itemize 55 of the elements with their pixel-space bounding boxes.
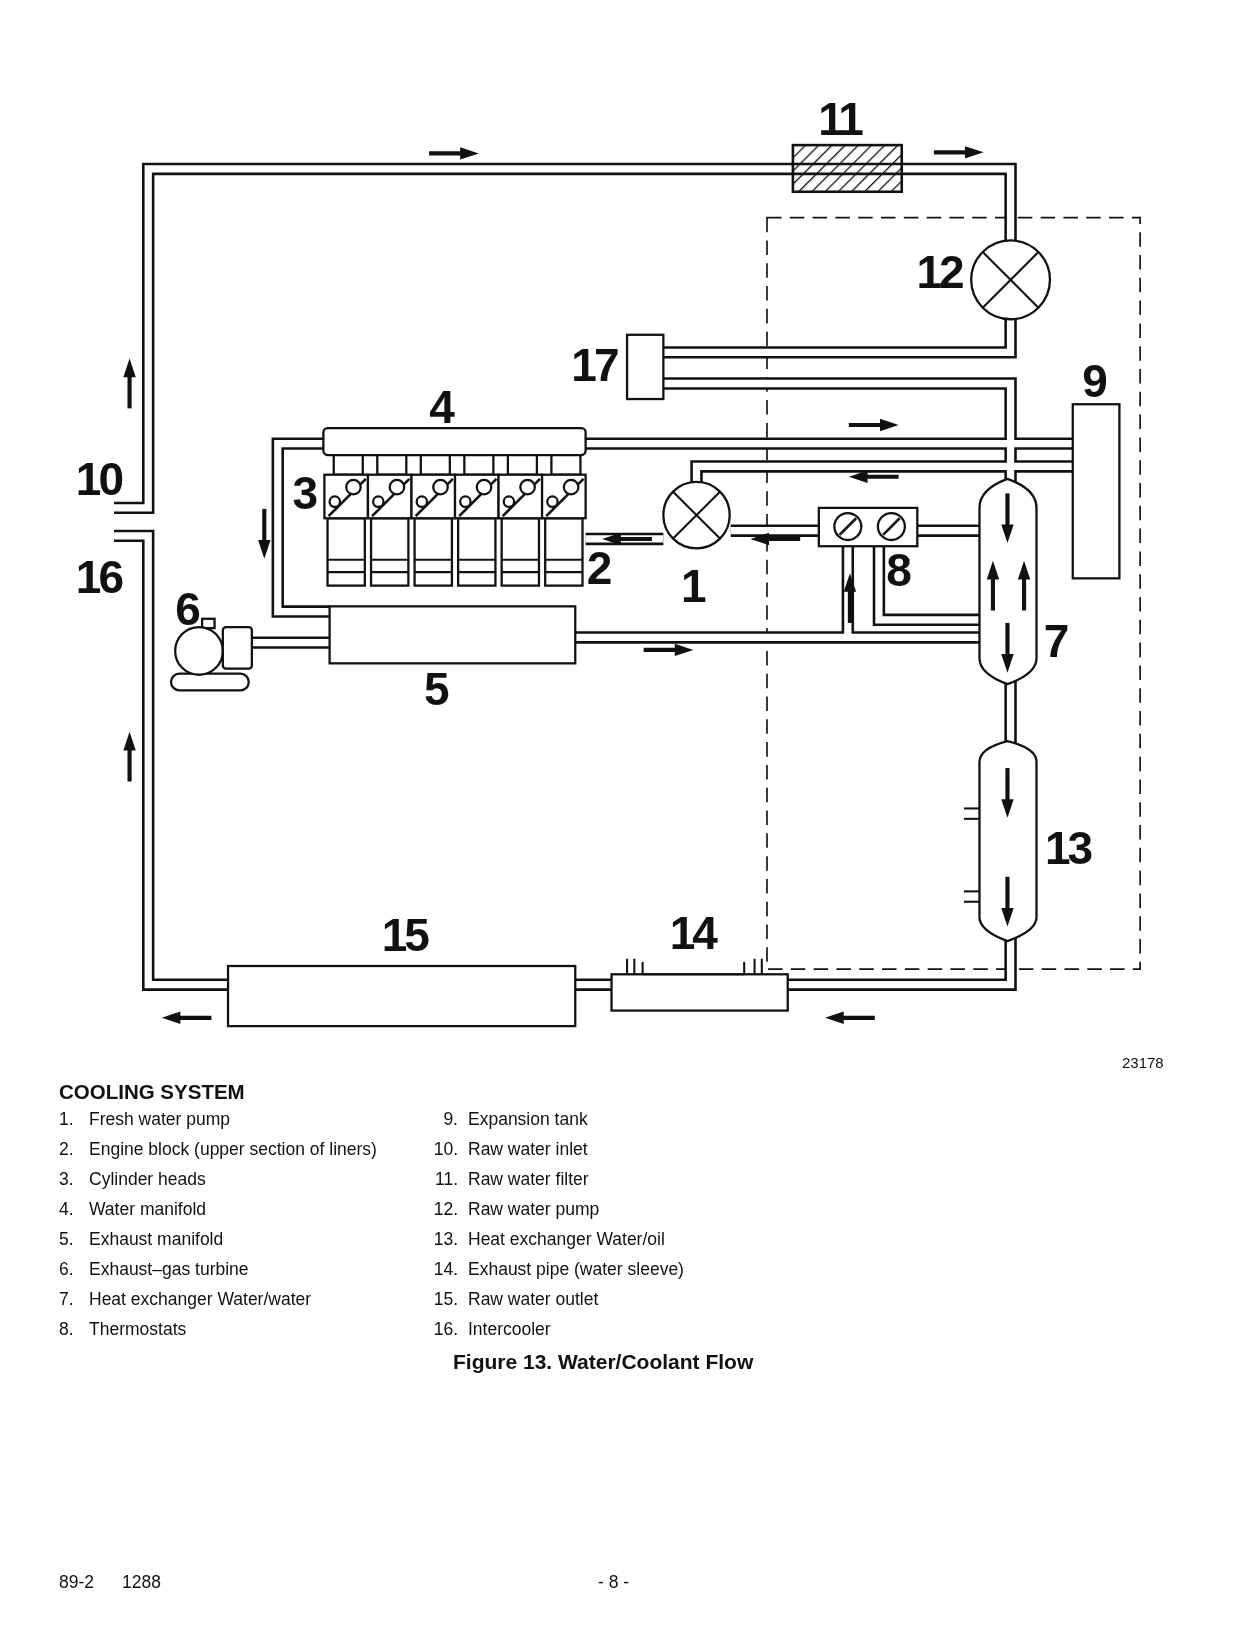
key-number: 11.	[434, 1169, 458, 1190]
callout-number: 1	[681, 558, 704, 613]
key-description: Exhaust–gas turbine	[89, 1259, 249, 1280]
callout-number: 7	[1043, 613, 1067, 668]
key-description: Raw water pump	[468, 1199, 600, 1220]
key-number: 15.	[433, 1289, 458, 1310]
key-description: Heat exchanger Water/water	[89, 1289, 312, 1310]
key-description: Raw water filter	[468, 1169, 589, 1190]
callout-number: 10	[75, 451, 122, 506]
key-number: 7.	[59, 1289, 74, 1310]
key-description: Cylinder heads	[89, 1169, 206, 1190]
key-number: 4.	[59, 1199, 74, 1220]
key-heading: COOLING SYSTEM	[59, 1080, 245, 1104]
callout-number: 12	[916, 244, 962, 299]
document-code: 1288	[122, 1572, 161, 1593]
key-number: 14.	[433, 1259, 458, 1280]
callout-number: 6	[175, 582, 198, 637]
key-number: 6.	[59, 1259, 74, 1280]
key-number: 10.	[433, 1139, 458, 1160]
key-number: 2.	[59, 1139, 74, 1160]
callout-number: 16	[75, 550, 122, 605]
key-description: Fresh water pump	[89, 1109, 231, 1130]
callout-number: 9	[1082, 354, 1105, 409]
key-description: Water manifold	[89, 1199, 207, 1220]
key-description: Raw water inlet	[468, 1139, 588, 1160]
callout-number: 8	[886, 543, 909, 598]
callout-number: 4	[429, 380, 452, 435]
key-description: Raw water outlet	[468, 1289, 599, 1310]
callout-number: 14	[669, 905, 715, 960]
key-number: 16.	[433, 1319, 458, 1340]
callout-number: 13	[1045, 820, 1091, 875]
key-number: 1.	[59, 1109, 74, 1130]
callout-number: 5	[424, 662, 447, 717]
key-number: 8.	[59, 1319, 74, 1340]
key-number: 12.	[433, 1199, 458, 1220]
key-description: Thermostats	[89, 1319, 187, 1340]
callout-number: 2	[586, 541, 610, 595]
callout-number: 17	[571, 337, 617, 392]
key-description: Exhaust manifold	[89, 1229, 224, 1250]
document-code: 89-2	[59, 1572, 95, 1593]
callout-number: 11	[818, 92, 861, 147]
key-description: Engine block (upper section of liners)	[89, 1139, 377, 1160]
figure-number: 23178	[1122, 1054, 1164, 1071]
key-number: 5.	[59, 1229, 74, 1250]
page-number: - 8 -	[598, 1572, 630, 1593]
callout-number: 3	[292, 466, 315, 521]
key-description: Intercooler	[468, 1319, 551, 1340]
key-description: Exhaust pipe (water sleeve)	[468, 1259, 684, 1280]
key-number: 13.	[433, 1229, 458, 1250]
callout-number: 15	[381, 907, 427, 962]
figure-caption: Figure 13. Water/Coolant Flow	[453, 1350, 754, 1374]
key-description: Heat exchanger Water/oil	[468, 1229, 665, 1250]
key-number: 3.	[59, 1169, 74, 1190]
key-number: 9.	[443, 1109, 458, 1130]
key-description: Expansion tank	[468, 1109, 588, 1130]
